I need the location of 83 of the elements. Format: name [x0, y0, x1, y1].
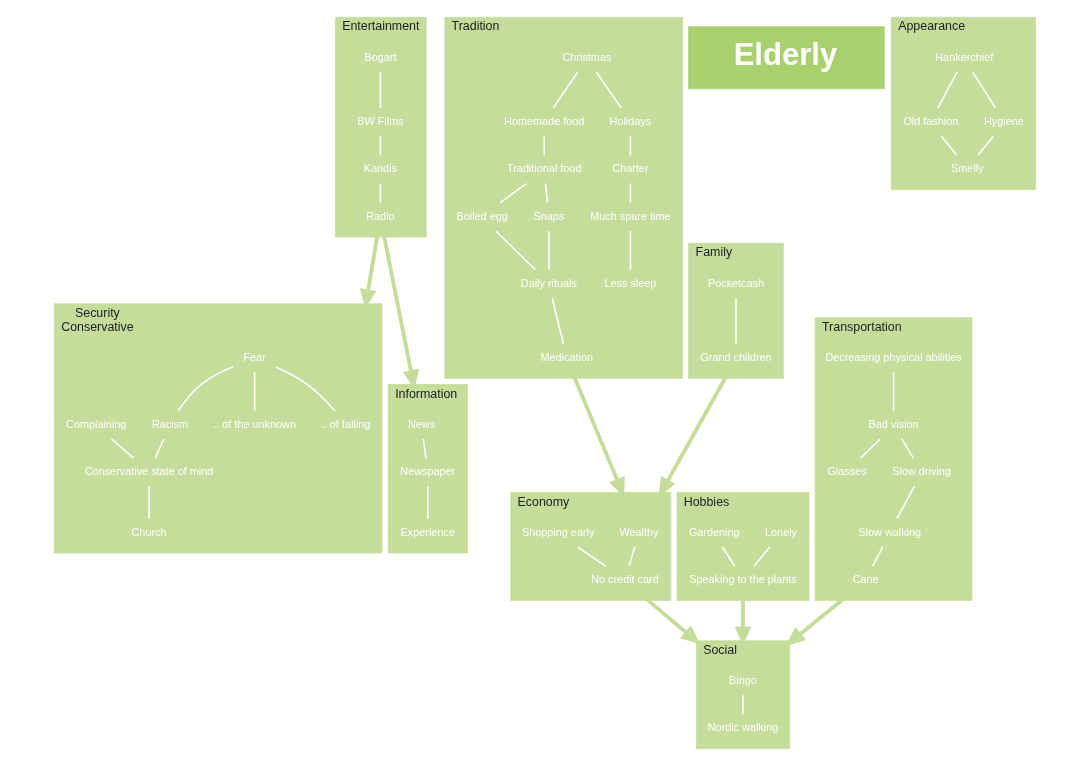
- node-text: Cane: [852, 573, 879, 586]
- connector: [379, 182, 381, 204]
- node-text: Bogart: [363, 50, 396, 63]
- connector: [110, 438, 134, 459]
- node-text: Nordic walking: [707, 721, 778, 734]
- node-text: Lonely: [764, 525, 797, 538]
- connector: [544, 182, 548, 204]
- node-text: Bad vision: [868, 417, 919, 430]
- node-text: Less sleep: [603, 276, 656, 289]
- connector: [147, 485, 150, 520]
- connector: [379, 71, 381, 109]
- connector: [379, 135, 381, 157]
- node-text: Charter: [611, 162, 649, 175]
- connector: [971, 71, 996, 109]
- node-text: Racism: [151, 417, 188, 430]
- node-text: Grand children: [699, 351, 772, 364]
- connector: [741, 694, 744, 716]
- node-text: Holidays: [609, 115, 651, 127]
- connector: [627, 546, 636, 567]
- node-text: Complaining: [65, 417, 126, 430]
- connector: [721, 546, 735, 567]
- node-text: Christmas: [561, 50, 611, 63]
- connector: [550, 297, 564, 345]
- node-text: Wealthy: [618, 525, 658, 538]
- connector: [900, 438, 914, 459]
- connector: [274, 366, 336, 412]
- node-text: Old fashion: [902, 115, 958, 127]
- node-text: Kandis: [363, 162, 397, 175]
- connector: [976, 135, 994, 157]
- node-text: Conservative state of mind: [84, 465, 213, 478]
- node-text: Boiled egg: [455, 209, 508, 222]
- node-text: Daily rituals: [520, 276, 577, 289]
- connector: [176, 365, 234, 412]
- connector: [895, 485, 915, 520]
- connector: [936, 71, 958, 109]
- connector: [253, 371, 255, 412]
- connector: [552, 71, 579, 109]
- connector: [542, 135, 545, 157]
- node-text: No credit card: [590, 573, 659, 586]
- connector: [422, 438, 427, 459]
- node-text: News: [407, 417, 435, 430]
- node-text: Speaking to the plants: [688, 573, 797, 586]
- connector: [940, 135, 957, 157]
- node-text: Newspaper: [399, 465, 455, 478]
- connector: [629, 135, 631, 157]
- connector: [153, 438, 165, 459]
- node-text: Slow driving: [891, 465, 951, 478]
- connector: [892, 371, 894, 412]
- node-text: Shopping early: [521, 525, 594, 538]
- node-text: Medication: [539, 351, 593, 364]
- connector: [629, 182, 631, 204]
- node-text: Decreasing physical abilities: [824, 351, 962, 364]
- node-text: .. of falling: [320, 417, 370, 430]
- connector: [629, 230, 631, 271]
- connector: [494, 230, 536, 271]
- connector: [426, 485, 429, 520]
- node-text: Traditional food: [506, 162, 581, 175]
- node-text: Hygiene: [983, 115, 1024, 127]
- node-text: Snaps: [532, 209, 564, 222]
- node-text: .. of the unknown: [212, 417, 296, 430]
- connector: [859, 438, 881, 459]
- connector: [594, 71, 622, 109]
- node-text: Pocketcash: [707, 276, 764, 289]
- connector: [734, 297, 737, 345]
- node-text: Church: [131, 525, 167, 538]
- node-text: Experience: [400, 525, 455, 538]
- node-text: Much spare time: [589, 209, 671, 222]
- node-text: Radio: [365, 209, 395, 222]
- node-text: Bingo: [728, 674, 757, 687]
- node-text: Glasses: [826, 465, 867, 478]
- node-text: Gardening: [688, 525, 740, 538]
- node-text: Fear: [242, 351, 266, 364]
- node-text: Slow walking: [857, 525, 921, 538]
- node-box: Elderly: [687, 26, 885, 90]
- connector: [576, 546, 606, 567]
- node-text: Smelly: [950, 162, 984, 175]
- node-text: Hankerchief: [934, 50, 993, 63]
- connector: [752, 546, 771, 567]
- connector: [498, 182, 527, 204]
- node-text: Homemade food: [503, 115, 584, 127]
- node-text: BW Films: [356, 115, 404, 127]
- connector: [547, 230, 550, 271]
- connector: [871, 546, 884, 567]
